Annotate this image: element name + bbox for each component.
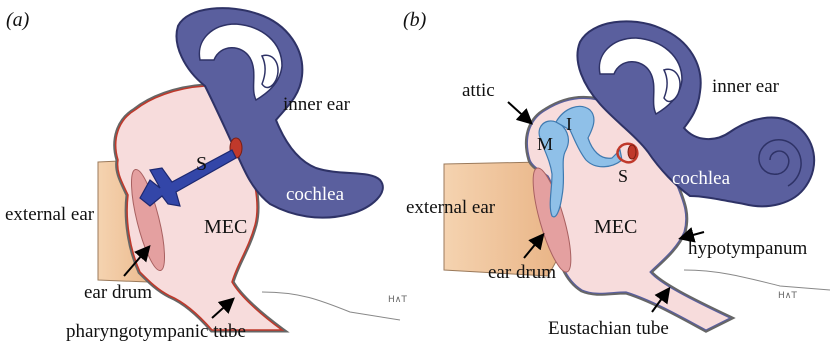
external-ear-a-label: external ear <box>5 204 95 225</box>
tube-b-label: Eustachian tube <box>548 318 669 339</box>
stapes-b-label: S <box>618 166 628 186</box>
ear-drum-b-label: ear drum <box>488 262 556 283</box>
artist-signature-a: H∧T <box>388 295 407 305</box>
panel-b: (b) M I S attic inner ear cochlea extern… <box>403 9 830 339</box>
cochlea-b-label: cochlea <box>672 168 731 189</box>
background-curve-b <box>684 270 830 290</box>
external-ear-b-label: external ear <box>406 197 496 218</box>
incus-b-label: I <box>566 114 572 134</box>
panel-b-label: (b) <box>403 9 427 31</box>
stapes-a-label: S <box>196 153 207 175</box>
attic-b-label: attic <box>462 80 495 101</box>
inner-ear-a-label: inner ear <box>283 94 351 115</box>
malleus-b-label: M <box>537 134 553 154</box>
panel-a: (a) S inner ear cochlea external ear MEC… <box>5 8 407 342</box>
background-curve-a <box>262 292 400 320</box>
inner-ear-b-label: inner ear <box>712 76 780 97</box>
tube-a-label: pharyngotympanic tube <box>66 321 246 342</box>
attic-b-arrow <box>508 102 530 122</box>
ear-drum-a-label: ear drum <box>84 282 152 303</box>
mec-a-label: MEC <box>204 216 247 238</box>
cochlea-a-label: cochlea <box>286 184 345 205</box>
hypotympanum-b-label: hypotympanum <box>688 238 807 259</box>
oval-window-b <box>628 145 636 159</box>
artist-signature-b: H∧T <box>778 291 797 301</box>
panel-a-label: (a) <box>6 9 30 31</box>
mec-b-label: MEC <box>594 216 637 238</box>
